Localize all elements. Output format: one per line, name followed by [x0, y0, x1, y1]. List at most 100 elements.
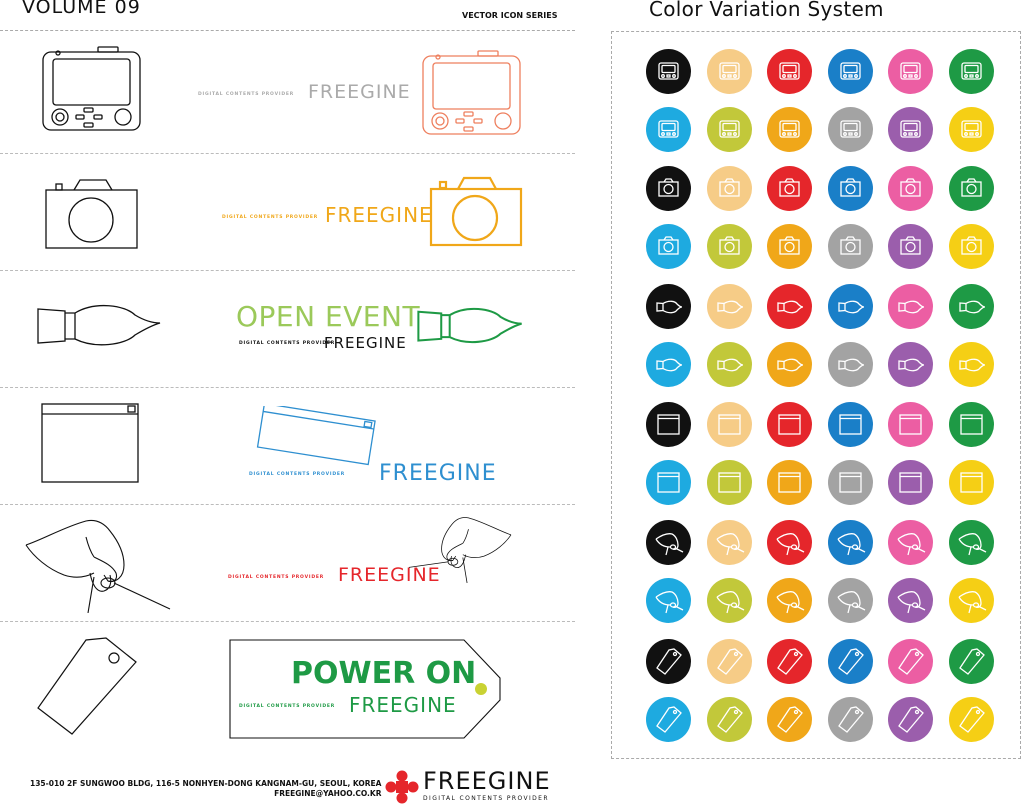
- camera-icon: [658, 236, 679, 255]
- brush-icon: [777, 358, 804, 372]
- cross-logo-icon: [385, 770, 419, 804]
- tag-icon: [777, 706, 803, 733]
- device-icon: [658, 120, 679, 138]
- brush-icon: [37, 304, 161, 346]
- camera-icon: [719, 178, 740, 197]
- hand-icon: [897, 533, 926, 556]
- tag-hole-dot: [475, 683, 487, 695]
- color-swatch: [767, 402, 812, 447]
- color-swatch: [707, 520, 752, 565]
- color-swatch: [888, 639, 933, 684]
- window-icon: [899, 414, 922, 435]
- color-swatch: [767, 166, 812, 211]
- row-window: DIGITAL CONTENTS PROVIDER FREEGINE: [0, 388, 575, 504]
- window-icon: [657, 472, 680, 493]
- color-swatch: [646, 460, 691, 505]
- series-label: VECTOR ICON SERIES: [462, 11, 558, 20]
- color-swatch: [646, 224, 691, 269]
- color-swatch: [828, 166, 873, 211]
- tag-icon: [656, 706, 682, 733]
- color-swatch: [949, 520, 994, 565]
- color-swatch: [707, 639, 752, 684]
- color-swatch: [888, 520, 933, 565]
- color-swatch: [949, 402, 994, 447]
- color-swatch: [767, 342, 812, 387]
- tag-icon: [777, 648, 803, 675]
- device-icon: [779, 62, 800, 80]
- hand-icon: [837, 591, 866, 614]
- color-system-title: Color Variation System: [649, 0, 884, 21]
- hand-icon: [837, 533, 866, 556]
- window-icon: [718, 414, 741, 435]
- divider: [0, 621, 575, 622]
- brush-icon: [656, 358, 683, 372]
- color-swatch: [767, 49, 812, 94]
- row-device: DIGITAL CONTENTS PROVIDER FREEGINE: [0, 31, 575, 153]
- brand-label: FREEGINE: [308, 81, 411, 103]
- tag-icon: [959, 706, 985, 733]
- event-headline: OPEN EVENT: [236, 300, 421, 333]
- color-swatch: [828, 342, 873, 387]
- brush-icon: [838, 300, 865, 314]
- color-swatch: [646, 107, 691, 152]
- large-tag-shape: [229, 639, 501, 739]
- color-swatch: [767, 578, 812, 623]
- row-tag: POWER ON DIGITAL CONTENTS PROVIDER FREEG…: [0, 622, 575, 762]
- hand-icon: [25, 519, 171, 613]
- brush-icon: [777, 300, 804, 314]
- color-swatch: [767, 520, 812, 565]
- device-icon: [840, 120, 861, 138]
- hand-icon: [958, 591, 987, 614]
- color-swatch: [828, 460, 873, 505]
- event-headline: POWER ON: [291, 656, 477, 691]
- hand-icon: [408, 517, 512, 583]
- tag-icon: [717, 648, 743, 675]
- window-icon: [256, 406, 376, 466]
- color-swatch: [888, 578, 933, 623]
- color-swatch: [888, 697, 933, 742]
- color-swatch: [949, 342, 994, 387]
- color-swatch: [949, 107, 994, 152]
- footer-logo: FREEGINE DIGITAL CONTENTS PROVIDER: [385, 767, 555, 804]
- color-swatch: [888, 166, 933, 211]
- color-swatch: [646, 639, 691, 684]
- brush-icon: [959, 358, 986, 372]
- color-swatch: [767, 639, 812, 684]
- logo-tagline: DIGITAL CONTENTS PROVIDER: [423, 795, 549, 802]
- hand-icon: [655, 533, 684, 556]
- color-swatch: [646, 342, 691, 387]
- color-swatch: [949, 166, 994, 211]
- device-icon: [900, 62, 921, 80]
- color-swatch: [767, 224, 812, 269]
- camera-icon: [840, 178, 861, 197]
- color-swatch: [828, 402, 873, 447]
- brush-icon: [717, 300, 744, 314]
- hand-icon: [958, 533, 987, 556]
- camera-icon: [961, 236, 982, 255]
- camera-icon: [900, 178, 921, 197]
- camera-icon: [779, 236, 800, 255]
- row-brush: OPEN EVENT DIGITAL CONTENTS PROVIDER FRE…: [0, 271, 575, 387]
- tag-icon: [898, 648, 924, 675]
- color-swatch: [707, 166, 752, 211]
- camera-icon: [900, 236, 921, 255]
- provider-label: DIGITAL CONTENTS PROVIDER: [239, 704, 335, 709]
- footer-address: 135-010 2F SUNGWOO BLDG, 116-5 NONHYEN-D…: [30, 779, 381, 799]
- color-swatch: [646, 402, 691, 447]
- color-variation-panel: Color Variation System: [578, 0, 1024, 804]
- color-swatch: [828, 520, 873, 565]
- window-icon: [778, 414, 801, 435]
- hand-icon: [655, 591, 684, 614]
- color-swatch: [949, 49, 994, 94]
- divider: [0, 504, 575, 505]
- color-swatch: [767, 460, 812, 505]
- color-swatch: [888, 284, 933, 329]
- volume-title: VOLUME 09: [22, 0, 141, 18]
- color-swatch: [707, 342, 752, 387]
- color-swatch: [707, 284, 752, 329]
- provider-label: DIGITAL CONTENTS PROVIDER: [198, 92, 294, 97]
- color-swatch: [949, 284, 994, 329]
- color-swatch: [828, 578, 873, 623]
- tag-icon: [838, 648, 864, 675]
- color-swatch: [828, 284, 873, 329]
